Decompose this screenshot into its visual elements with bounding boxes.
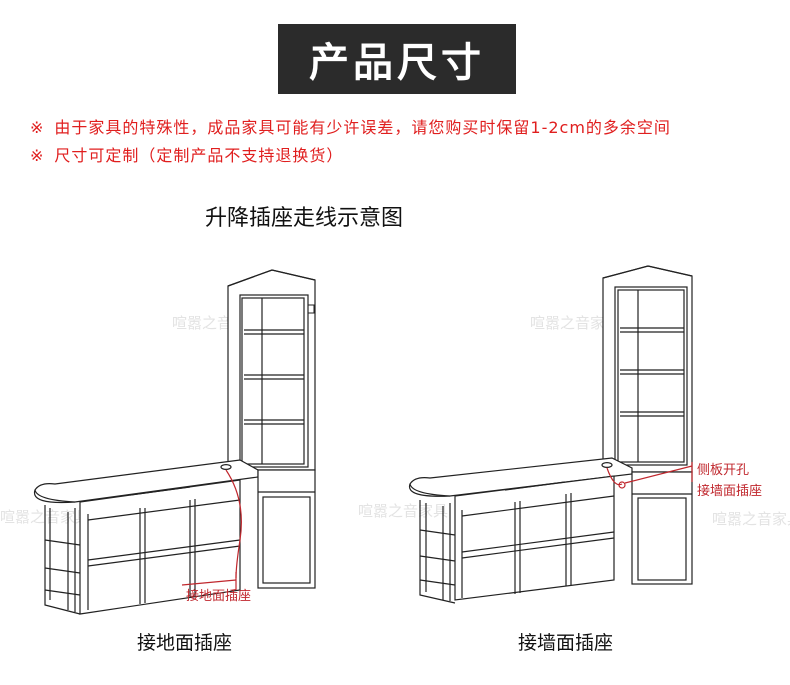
note-mark: ※ (30, 146, 45, 165)
note-text: 尺寸可定制（定制产品不支持退换货） (54, 146, 344, 165)
diagram-title: 升降插座走线示意图 (205, 206, 404, 231)
left-cable-line (181, 469, 242, 590)
note-text: 由于家具的特殊性，成品家具可能有少许误差，请您购买时保留1-2cm的多余空间 (54, 118, 671, 137)
callout-side-panel-hole: 侧板开孔 (697, 463, 750, 478)
callout-wall-socket: 接墙面插座 (697, 484, 763, 499)
callout-floor-socket: 接地面插座 (186, 589, 252, 604)
right-cable-line (606, 462, 693, 489)
note-mark: ※ (30, 118, 45, 137)
note-custom: ※ 尺寸可定制（定制产品不支持退换货） (30, 142, 343, 166)
note-tolerance: ※ 由于家具的特殊性，成品家具可能有少许误差，请您购买时保留1-2cm的多余空间 (30, 114, 671, 138)
right-desk-illustration (408, 265, 693, 604)
caption-floor-socket: 接地面插座 (137, 632, 233, 654)
left-desk-illustration (33, 269, 316, 615)
page-title: 产品尺寸 (278, 24, 516, 94)
caption-wall-socket: 接墙面插座 (518, 632, 614, 654)
watermark: 喧嚣之音家具 (530, 314, 621, 332)
watermark: 喧嚣之音家具 (712, 510, 790, 528)
